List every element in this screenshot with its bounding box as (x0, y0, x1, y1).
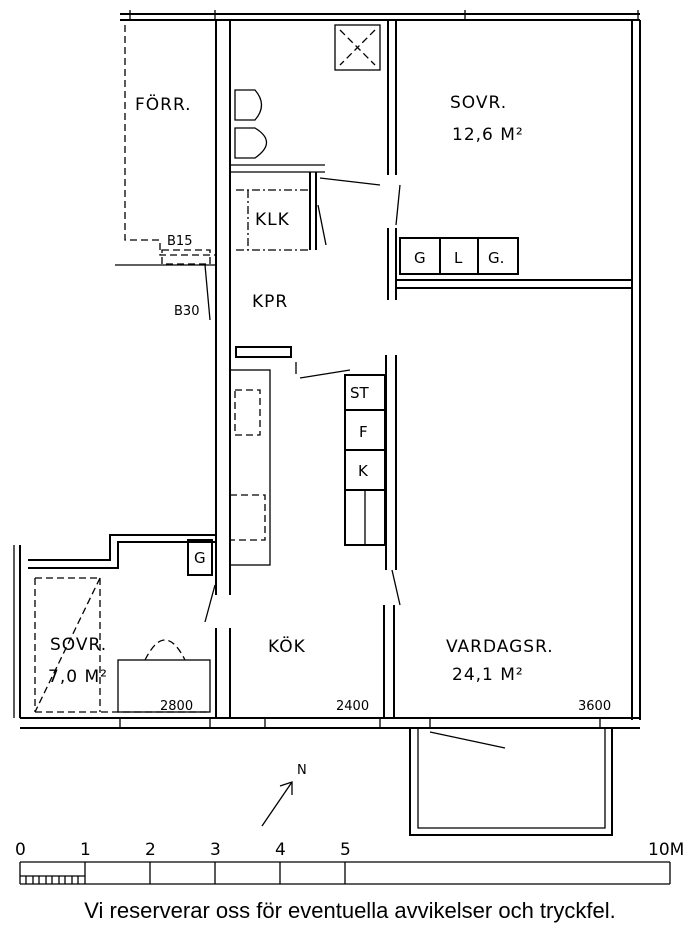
scale-label-10m: 10M (648, 840, 684, 860)
label-wardrobe-l: L (454, 249, 463, 267)
inner-wall-right (383, 20, 397, 718)
label-bedroom-2-area: 7,0 M² (48, 667, 108, 687)
hall-shelf (235, 346, 297, 374)
kitchen-counter-left (229, 369, 271, 566)
label-f: F (359, 423, 368, 441)
scale-label-3: 3 (210, 840, 221, 860)
label-k: K (358, 462, 369, 480)
inner-wall-left (215, 20, 231, 718)
label-kitchen: KÖK (268, 635, 306, 657)
label-b15: B15 (167, 234, 192, 249)
label-bedroom-2-name: SOVR. (50, 635, 107, 655)
dimension-2400: 2400 (336, 699, 369, 714)
label-wardrobe-g2: G. (488, 249, 504, 267)
right-wall (631, 20, 641, 720)
small-bedroom-walls (19, 534, 216, 718)
bedroom-living-wall (396, 279, 632, 289)
storage-outline (115, 25, 215, 266)
dimension-3600: 3600 (578, 699, 611, 714)
label-wardrobe-g3: G (194, 549, 206, 567)
label-wardrobe-g1: G (414, 249, 426, 267)
disclaimer-text: Vi reserverar oss för eventuella avvikel… (84, 898, 616, 923)
label-closet: KLK (255, 210, 290, 230)
label-st: ST (350, 384, 370, 402)
scale-bar (19, 861, 671, 885)
scale-label-4: 4 (275, 840, 286, 860)
label-b30: B30 (174, 304, 199, 319)
dimension-2800: 2800 (160, 699, 193, 714)
north-arrow (261, 781, 293, 827)
scale-label-1: 1 (80, 840, 91, 860)
doors (204, 177, 401, 623)
scale-label-2: 2 (145, 840, 156, 860)
north-label: N (297, 763, 307, 778)
wardrobes (399, 237, 519, 275)
bathroom-fixtures (230, 24, 381, 173)
closet-klk (236, 172, 327, 251)
balcony (409, 728, 613, 836)
top-wall (120, 10, 640, 21)
kitchen-appliances (344, 374, 386, 546)
label-bedroom-1-name: SOVR. (450, 93, 507, 113)
label-living-room-area: 24,1 M² (452, 665, 524, 685)
scale-label-0: 0 (15, 840, 26, 860)
bottom-wall (20, 717, 640, 729)
label-living-room-name: VARDAGSR. (446, 637, 554, 657)
label-storage: FÖRR. (135, 93, 192, 115)
label-bedroom-1-area: 12,6 M² (452, 125, 524, 145)
scale-label-5: 5 (340, 840, 351, 860)
label-hall: KPR (252, 292, 288, 312)
